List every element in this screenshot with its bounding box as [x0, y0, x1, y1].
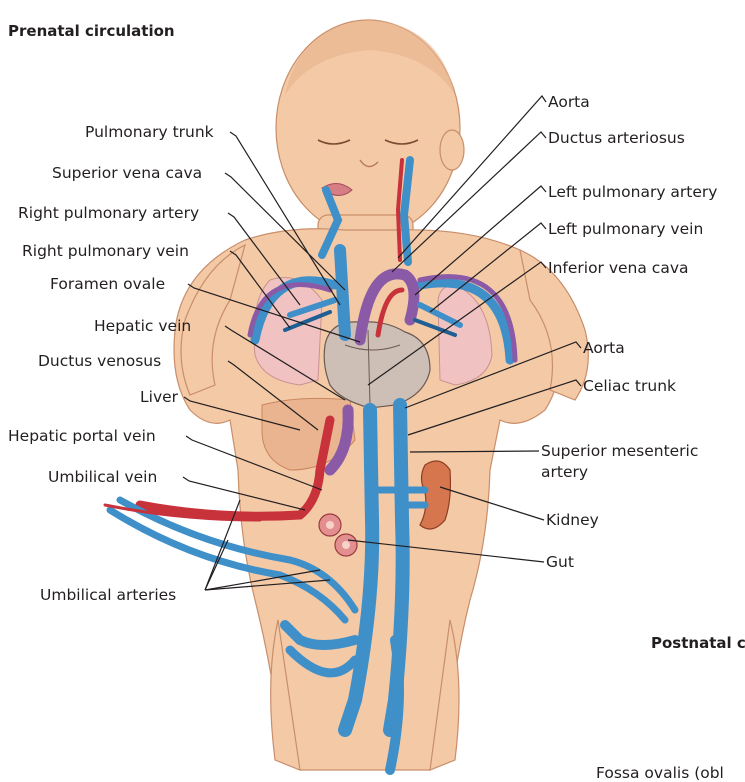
label-aorta-mid: Aorta [583, 339, 625, 357]
label-kidney: Kidney [546, 511, 599, 529]
label-foramen-ovale: Foramen ovale [50, 275, 165, 293]
label-left-pulmonary-artery: Left pulmonary artery [548, 183, 717, 201]
label-liver: Liver [140, 388, 179, 406]
label-ductus-arteriosus: Ductus arteriosus [548, 129, 685, 147]
label-right-pulmonary-artery: Right pulmonary artery [18, 204, 199, 222]
postnatal-title: Postnatal c [651, 634, 745, 652]
label-superior-mesenteric-artery: artery [541, 463, 588, 481]
label-aorta-top: Aorta [548, 93, 590, 111]
label-gut: Gut [546, 553, 574, 571]
label-umbilical-arteries: Umbilical arteries [40, 586, 176, 604]
fossa-ovalis-label: Fossa ovalis (obl [596, 764, 724, 782]
label-right-pulmonary-vein: Right pulmonary vein [22, 242, 189, 260]
label-hepatic-vein: Hepatic vein [94, 317, 191, 335]
label-ductus-venosus: Ductus venosus [38, 352, 161, 370]
label-umbilical-vein: Umbilical vein [48, 468, 157, 486]
prenatal-title: Prenatal circulation [8, 22, 175, 40]
label-inferior-vena-cava: Inferior vena cava [548, 259, 689, 277]
label-hepatic-portal-vein: Hepatic portal vein [8, 427, 156, 445]
label-left-pulmonary-vein: Left pulmonary vein [548, 220, 703, 238]
label-pulmonary-trunk: Pulmonary trunk [85, 123, 214, 141]
label-superior-mesenteric: Superior mesenteric [541, 442, 698, 460]
infant-illustration [174, 20, 588, 770]
label-celiac-trunk: Celiac trunk [583, 377, 676, 395]
label-superior-vena-cava: Superior vena cava [52, 164, 202, 182]
